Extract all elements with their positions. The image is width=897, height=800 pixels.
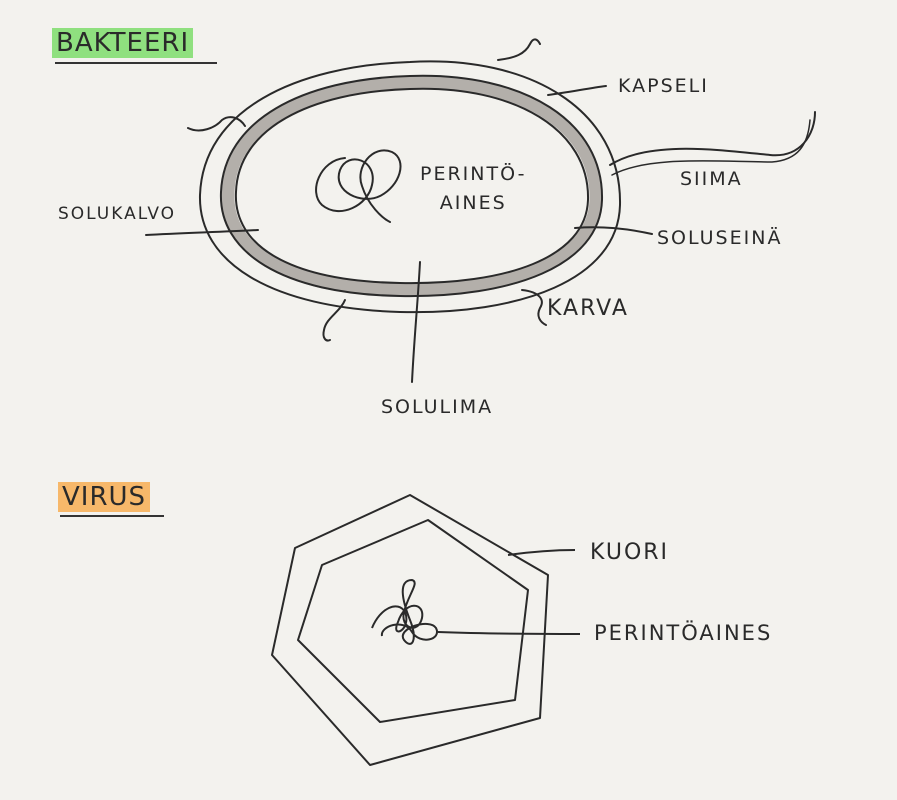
bacterium-cell-wall-outer-edge (219, 74, 604, 298)
virus-genetic-material (371, 579, 438, 645)
label-perintoaines-line1: PERINTÖ- (420, 163, 527, 185)
virus (271, 494, 581, 766)
label-karva: KARVA (547, 296, 629, 321)
label-soluseina: SOLUSEINÄ (657, 227, 783, 249)
bakteeri-title-underline (55, 62, 217, 64)
label-solukalvo: SOLUKALVO (58, 204, 177, 224)
virus-title-underline (60, 515, 164, 517)
virus-title: VIRUS (58, 482, 151, 512)
bacterium-pilus (322, 299, 346, 342)
bacterium-cell-membrane (234, 87, 590, 285)
bakteeri-title: BAKTEERI (52, 28, 194, 58)
bacterium-flagellum (609, 111, 816, 166)
bacterium-cell-wall (221, 75, 603, 297)
label-perintoaines-virus: PERINTÖAINES (594, 621, 773, 645)
label-kuori: KUORI (590, 540, 670, 565)
leader-solulima (411, 261, 421, 383)
leader-karva (521, 289, 547, 326)
leader-kapseli (547, 85, 607, 96)
label-perintoaines-bacteria: PERINTÖ- AINES (420, 160, 526, 217)
label-solulima: SOLULIMA (381, 396, 494, 418)
virus-capsid-outer (271, 494, 549, 766)
label-kapseli: KAPSELI (618, 75, 709, 97)
bacterium (145, 38, 816, 383)
label-perintoaines-line2: AINES (439, 191, 507, 214)
leader-kuori (507, 549, 576, 556)
bacterium-genetic-material (315, 149, 402, 223)
leader-soluseina (574, 226, 653, 235)
bacterium-pilus (187, 116, 246, 132)
leader-perintoaines-virus (437, 631, 581, 635)
leader-solukalvo (145, 229, 259, 236)
label-siima: SIIMA (680, 168, 743, 190)
bacterium-pilus (497, 38, 541, 61)
bacterium-capsule (198, 60, 622, 314)
virus-capsid-inner (297, 519, 529, 723)
